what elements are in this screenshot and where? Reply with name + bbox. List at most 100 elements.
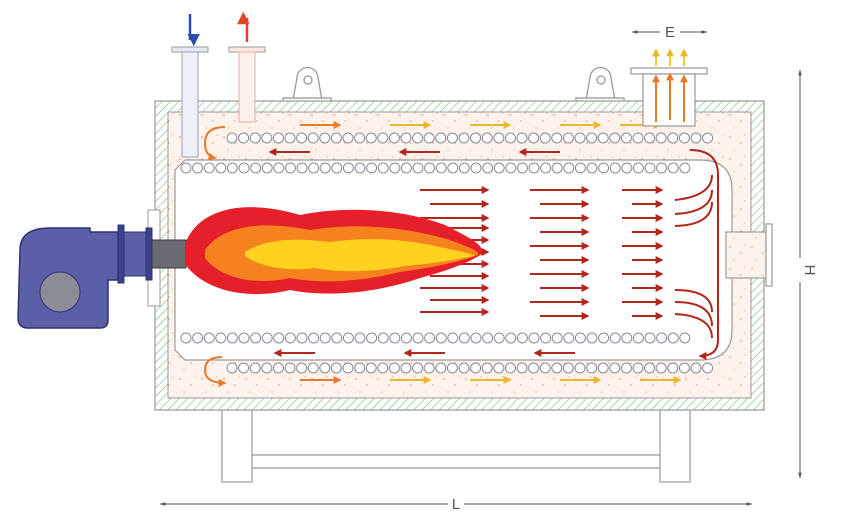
fire-tube [250,162,262,174]
fire-tube [272,132,284,144]
fire-tube [226,332,238,344]
fire-tube [563,162,575,174]
fire-tube [342,162,354,174]
fire-tube [238,332,250,344]
fire-tube [377,362,389,374]
fire-tube [598,162,610,174]
front-turnaround-arrows [203,126,227,387]
fire-tube [238,362,250,374]
fire-tube [470,332,482,344]
fire-tube [632,332,644,344]
fire-tube [272,362,284,374]
fire-tube [620,362,632,374]
fire-tube [551,132,563,144]
fire-tube [586,362,598,374]
fire-tube [667,132,679,144]
fire-tube [377,162,389,174]
fire-tube [597,132,609,144]
fire-tube [330,132,342,144]
fire-tube [400,162,412,174]
fire-tube [481,362,493,374]
fire-tube [226,162,238,174]
fire-tube [551,362,563,374]
fire-tube [435,162,447,174]
fire-tube [296,332,308,344]
fire-tube [180,332,192,344]
fire-tube [597,362,609,374]
fire-tube [540,162,552,174]
fire-tube [458,332,470,344]
length-dimension-label: L [452,496,460,513]
fire-tube [435,132,447,144]
fire-tube [389,332,401,344]
fire-tube [261,332,273,344]
fire-tube [702,362,714,374]
fire-tube [505,162,517,174]
fire-tube [644,332,656,344]
fire-tube [284,162,296,174]
fire-tube [505,332,517,344]
fire-tube [412,332,424,344]
fire-tube [446,132,458,144]
fire-tube [330,362,342,374]
fire-tube [667,332,679,344]
fire-tube [551,332,563,344]
fire-tube [424,332,436,344]
fire-tube [284,362,296,374]
fire-tube [307,132,319,144]
fire-tube [679,332,691,344]
fire-tube [400,132,412,144]
burner-flame [185,207,483,295]
dimension-lines [159,30,802,506]
rear-turnaround-arrows [674,149,719,360]
fire-tube [458,362,470,374]
fire-tube [273,332,285,344]
fire-tube [609,332,621,344]
fire-tube [180,162,192,174]
fire-tube [446,362,458,374]
fire-tube [319,332,331,344]
fire-tube [679,162,691,174]
fire-tube [273,162,285,174]
fire-tube [482,162,494,174]
fire-tube [203,162,215,174]
fire-tube [667,362,679,374]
fire-tube [261,132,273,144]
fire-tube [609,362,621,374]
fire-tube [574,332,586,344]
fire-tube [516,132,528,144]
fire-tube [586,332,598,344]
water-inlet-nozzle [171,14,209,158]
fire-tube [493,362,505,374]
fire-tube [678,362,690,374]
fire-tube [284,332,296,344]
fire-tube [562,362,574,374]
fire-tube [656,162,668,174]
fire-tube [632,362,644,374]
fire-tube [319,132,331,144]
fire-tube [261,362,273,374]
fire-tube [389,162,401,174]
fire-tube [644,132,656,144]
fire-tube [388,132,400,144]
fire-tube [342,362,354,374]
fire-tube [539,132,551,144]
fire-tube [400,362,412,374]
fire-tube [458,132,470,144]
fire-tube [238,162,250,174]
fire-tube [516,362,528,374]
fire-tube [620,132,632,144]
fire-tube [655,132,667,144]
fire-tube [482,332,494,344]
fire-tube [365,132,377,144]
rear-inspection-port [725,223,773,287]
fire-tube [504,132,516,144]
fire-tube [249,362,261,374]
fire-tube [377,132,389,144]
fire-tube [632,132,644,144]
fire-tube [539,362,551,374]
fire-tube [690,362,702,374]
fire-tube [690,132,702,144]
fire-tube [215,162,227,174]
fire-tube [528,132,540,144]
